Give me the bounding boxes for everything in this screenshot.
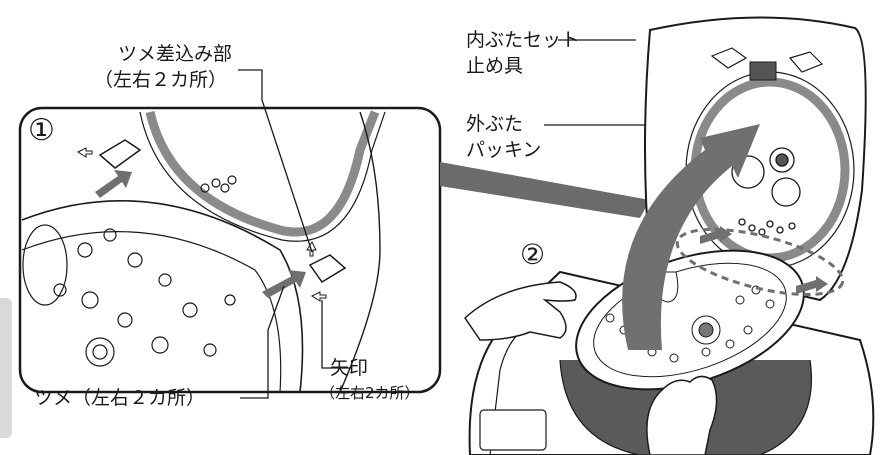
leader-hook-slot <box>238 69 313 253</box>
leader-arrow-mark <box>321 300 352 369</box>
leader-lines <box>238 39 700 399</box>
right-hand <box>646 375 718 455</box>
connector-band <box>440 162 650 218</box>
label-outer-lid-gasket-line2: パッキン <box>466 139 542 161</box>
step-1-marker: ① <box>28 113 55 148</box>
step-2-marker: ② <box>520 238 546 271</box>
label-inner-lid-stopper-line1: 内ぶたセット <box>466 29 581 51</box>
label-hook-slot: ツメ差込み部 <box>118 43 233 65</box>
open-lid-shell <box>644 16 867 302</box>
inset-push-arrow-right <box>262 270 306 298</box>
inset-hook-left <box>98 139 142 169</box>
label-arrow-mark-note: （左右2カ所） <box>320 384 420 402</box>
inset-inner-pot-rim <box>21 200 304 393</box>
label-hook: ツメ（左右２カ所） <box>34 387 206 409</box>
label-inner-lid-stopper-line2: 止め具 <box>466 55 524 77</box>
inset-push-arrow-left <box>95 170 132 198</box>
label-arrow-mark: 矢印 <box>330 357 369 379</box>
inset-hook-right <box>308 254 347 284</box>
rice-cooker <box>464 16 875 455</box>
inset-lid-gasket <box>145 110 380 237</box>
leader-hook <box>240 285 285 399</box>
label-outer-lid-gasket-line1: 外ぶた <box>466 113 524 135</box>
label-hook-slot-note: （左右２カ所） <box>94 69 228 91</box>
inset-closeup <box>18 106 442 394</box>
control-panel <box>479 409 547 451</box>
inner-lid-stopper <box>749 61 777 81</box>
lid-close-arrow <box>622 124 760 350</box>
hook-area-highlight <box>675 227 845 297</box>
side-tab <box>0 298 12 438</box>
left-hand <box>464 281 577 341</box>
